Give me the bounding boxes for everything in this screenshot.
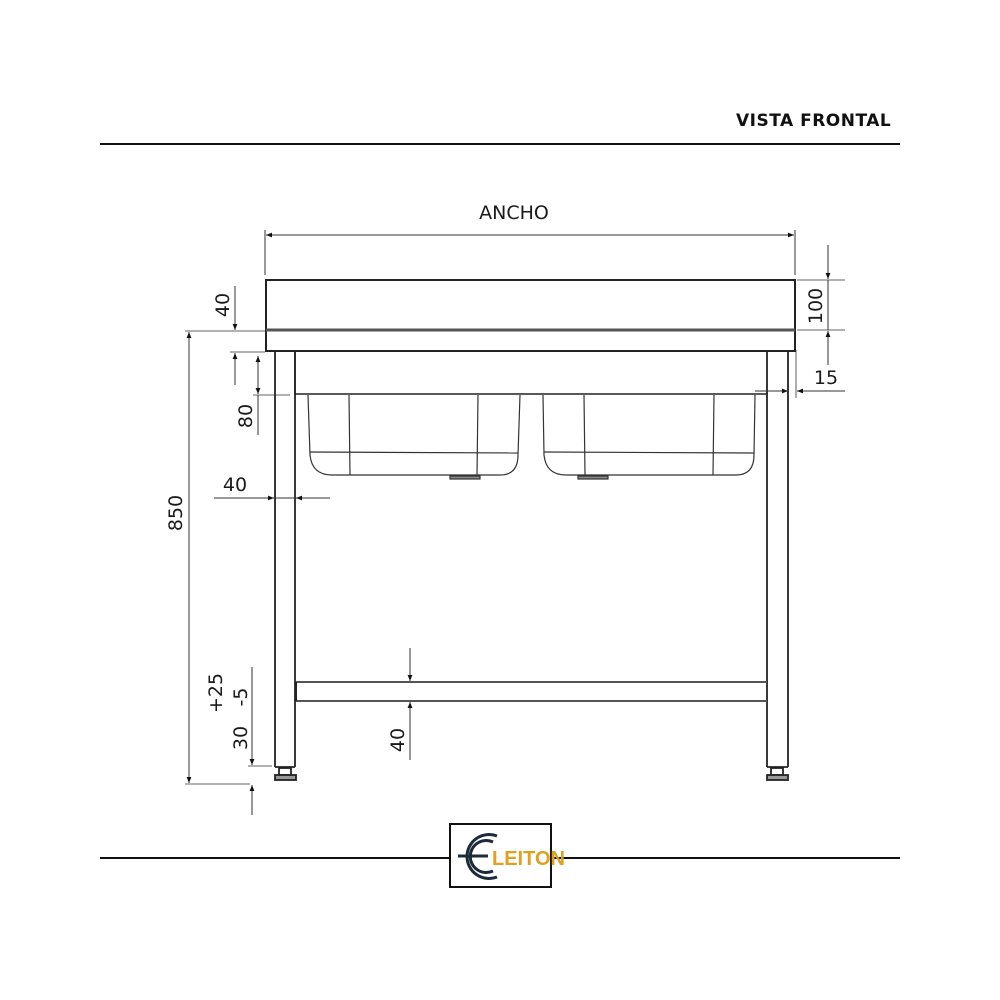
leg-width-label: 40 (223, 474, 247, 496)
company-logo: LEITON (449, 823, 565, 888)
leg-width-dimension: 40 (214, 474, 330, 501)
overhang-label: 15 (814, 367, 838, 389)
top-thickness-dimension: 40 (185, 286, 265, 385)
shelf-thickness-label: 40 (387, 728, 409, 752)
apron-label: 80 (235, 404, 257, 428)
logo-c-mark-icon (458, 833, 498, 880)
backsplash-label: 100 (805, 288, 827, 324)
foot-adjust-base-label: 30 (230, 726, 252, 750)
left-leg (274, 352, 297, 781)
worktop (265, 279, 796, 352)
total-height-label: 850 (165, 495, 187, 531)
apron (294, 352, 767, 395)
top-thickness-label: 40 (212, 293, 234, 317)
view-title: VISTA FRONTAL (736, 111, 892, 131)
logo-text: LEITON (492, 848, 565, 870)
foot-adjust-plus-label: +25 (205, 673, 227, 713)
foot-adjust-minus-label: -5 (230, 688, 252, 707)
apron-dimension: 80 (235, 356, 290, 435)
right-leg (766, 352, 789, 781)
shelf-thickness-dimension: 40 (387, 648, 413, 760)
overhang-dimension: 15 (755, 350, 845, 398)
sink-bowl-right (542, 394, 756, 480)
foot-adjust-dimension: 30 +25 -5 (205, 667, 272, 815)
bottom-shelf (295, 681, 767, 702)
width-label: ANCHO (479, 202, 549, 224)
width-dimension: ANCHO (264, 202, 796, 275)
sink-bowl-left (307, 394, 521, 480)
total-height-dimension: 850 (165, 332, 250, 785)
backsplash-dimension: 100 (797, 245, 845, 365)
